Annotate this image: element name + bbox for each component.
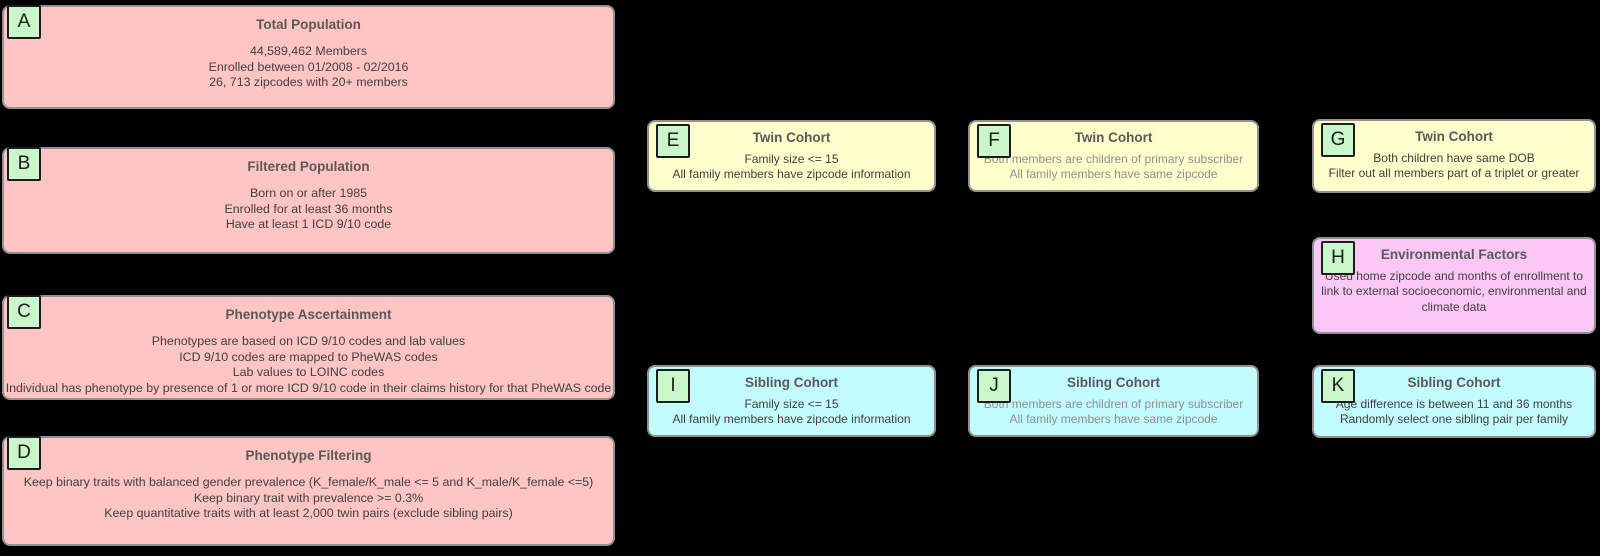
twin-cohort-e-title: Twin Cohort <box>752 130 831 145</box>
total-population-line: Enrolled between 01/2008 - 02/2016 <box>208 59 409 74</box>
phenotype-ascertainment-line: Lab values to LOINC codes <box>232 365 385 380</box>
sibling-cohort-j-line: All family members have same zipcode <box>1009 412 1218 427</box>
environmental-factors-line: climate data <box>1421 299 1487 314</box>
environmental-factors-title: Environmental Factors <box>1380 247 1528 262</box>
phenotype-ascertainment-line: Individual has phenotype by presence of … <box>5 380 612 395</box>
box-d-badge: D <box>7 436 41 470</box>
filtered-population-line: Born on or after 1985 <box>249 186 368 200</box>
twin-cohort-g-line: Both children have same DOB <box>1373 151 1535 165</box>
twin-cohort-g-box: G Twin Cohort Both children have same DO… <box>1312 119 1596 193</box>
box-j-badge: J <box>977 369 1011 403</box>
twin-cohort-g-title: Twin Cohort <box>1415 129 1493 144</box>
phenotype-filtering-title: Phenotype Filtering <box>245 448 372 463</box>
twin-cohort-e-line: All family members have zipcode informat… <box>672 167 911 182</box>
box-c-badge: C <box>7 295 41 329</box>
filtered-population-line: Have at least 1 ICD 9/10 code <box>225 217 392 232</box>
filtered-population-title: Filtered Population <box>247 159 370 174</box>
twin-cohort-f-line: Both members are children of primary sub… <box>983 152 1244 166</box>
phenotype-filtering-box: D Phenotype Filtering Keep binary traits… <box>2 436 615 546</box>
phenotype-ascertainment-line: Phenotypes are based on ICD 9/10 codes a… <box>151 334 466 348</box>
box-g-badge: G <box>1321 123 1355 157</box>
total-population-title: Total Population <box>256 17 361 32</box>
sibling-cohort-k-title: Sibling Cohort <box>1407 375 1501 390</box>
twin-cohort-f-line: All family members have same zipcode <box>1009 167 1218 182</box>
box-k-badge: K <box>1321 369 1355 403</box>
phenotype-filtering-line: Keep binary traits with balanced gender … <box>23 475 594 489</box>
twin-cohort-f-box: F Twin Cohort Both members are children … <box>968 120 1259 192</box>
phenotype-filtering-line: Keep binary trait with prevalence >= 0.3… <box>193 490 424 505</box>
box-e-badge: E <box>656 124 690 158</box>
sibling-cohort-i-box: I Sibling Cohort Family size <= 15 All f… <box>647 365 936 437</box>
phenotype-ascertainment-line: ICD 9/10 codes are mapped to PheWAS code… <box>179 349 438 364</box>
box-h-badge: H <box>1321 241 1355 275</box>
sibling-cohort-i-title: Sibling Cohort <box>745 375 838 390</box>
environmental-factors-line: link to external socioeconomic, environm… <box>1321 284 1587 299</box>
phenotype-ascertainment-box: C Phenotype Ascertainment Phenotypes are… <box>2 295 615 400</box>
total-population-line: 26, 713 zipcodes with 20+ members <box>209 75 408 90</box>
filtered-population-line: Enrolled for at least 36 months <box>224 201 393 216</box>
environmental-factors-line: Used home zipcode and months of enrollme… <box>1324 269 1584 283</box>
filtered-population-box: B Filtered Population Born on or after 1… <box>2 147 615 254</box>
phenotype-filtering-line: Keep quantitative traits with at least 2… <box>104 506 513 521</box>
sibling-cohort-j-box: J Sibling Cohort Both members are childr… <box>968 365 1259 437</box>
sibling-cohort-j-line: Both members are children of primary sub… <box>983 397 1244 411</box>
sibling-cohort-i-line: Family size <= 15 <box>744 397 839 411</box>
sibling-cohort-i-line: All family members have zipcode informat… <box>672 412 911 427</box>
sibling-cohort-k-box: K Sibling Cohort Age difference is betwe… <box>1312 365 1596 438</box>
twin-cohort-f-title: Twin Cohort <box>1074 130 1153 145</box>
box-f-badge: F <box>977 124 1011 158</box>
twin-cohort-e-box: E Twin Cohort Family size <= 15 All fami… <box>647 120 936 192</box>
phenotype-ascertainment-title: Phenotype Ascertainment <box>225 307 392 322</box>
sibling-cohort-j-title: Sibling Cohort <box>1067 375 1160 390</box>
sibling-cohort-k-line: Randomly select one sibling pair per fam… <box>1339 412 1569 427</box>
twin-cohort-e-line: Family size <= 15 <box>744 152 839 166</box>
sibling-cohort-k-line: Age difference is between 11 and 36 mont… <box>1335 397 1573 411</box>
box-i-badge: I <box>656 369 690 403</box>
box-a-badge: A <box>7 5 41 39</box>
twin-cohort-g-line: Filter out all members part of a triplet… <box>1328 166 1580 181</box>
total-population-line: 44,589,462 Members <box>249 44 368 58</box>
box-b-badge: B <box>7 147 41 181</box>
environmental-factors-box: H Environmental Factors Used home zipcod… <box>1312 237 1596 334</box>
total-population-box: A Total Population 44,589,462 Members En… <box>2 5 615 109</box>
